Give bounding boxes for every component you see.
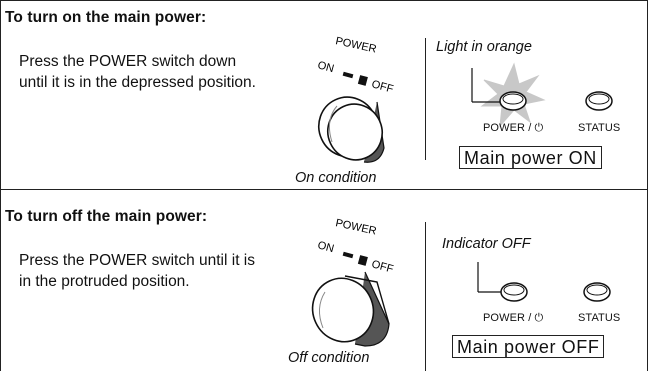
status-button-label: STATUS <box>578 312 621 324</box>
power-button-label: POWER / ⏻ <box>483 312 544 324</box>
switch-label-on: ON <box>316 239 335 255</box>
switch-label-off: OFF <box>370 258 395 275</box>
switch-label-off: OFF <box>370 78 395 95</box>
switch-condition-off: Off condition <box>288 350 370 366</box>
section-heading-on: To turn on the main power: <box>5 9 207 26</box>
indicator-note-on: Light in orange <box>436 39 532 55</box>
indicator-panel-on <box>471 62 613 128</box>
off-mark <box>357 255 368 266</box>
section-description-on: Press the POWER switch down until it is … <box>19 53 256 91</box>
indicator-note-off: Indicator OFF <box>442 236 531 252</box>
power-switch-on-illustration: POWER ON OFF <box>316 35 395 163</box>
on-mark <box>342 251 354 259</box>
switch-label-on: ON <box>316 59 335 75</box>
switch-condition-on: On condition <box>295 170 377 186</box>
status-button-label: STATUS <box>578 122 621 134</box>
section-description-off: Press the POWER switch until it is in th… <box>19 252 256 290</box>
switch-label-power: POWER <box>334 35 377 55</box>
status-button-icon[interactable] <box>583 282 611 302</box>
section-divider <box>0 189 648 190</box>
off-mark <box>357 75 368 86</box>
status-box-off: Main power OFF <box>452 335 605 358</box>
power-button-icon[interactable] <box>499 91 527 111</box>
panel-divider <box>425 222 426 371</box>
section-heading-off: To turn off the main power: <box>5 208 208 225</box>
indicator-panel-off <box>477 262 611 302</box>
power-button-label: POWER / ⏻ <box>483 122 544 134</box>
status-box-on: Main power ON <box>459 146 602 169</box>
status-button-icon[interactable] <box>585 91 613 111</box>
panel-divider <box>425 38 426 160</box>
on-mark <box>342 71 354 79</box>
power-switch-off-illustration: POWER ON OFF <box>311 217 395 347</box>
power-button-icon[interactable] <box>500 282 528 302</box>
switch-label-power: POWER <box>334 217 377 237</box>
